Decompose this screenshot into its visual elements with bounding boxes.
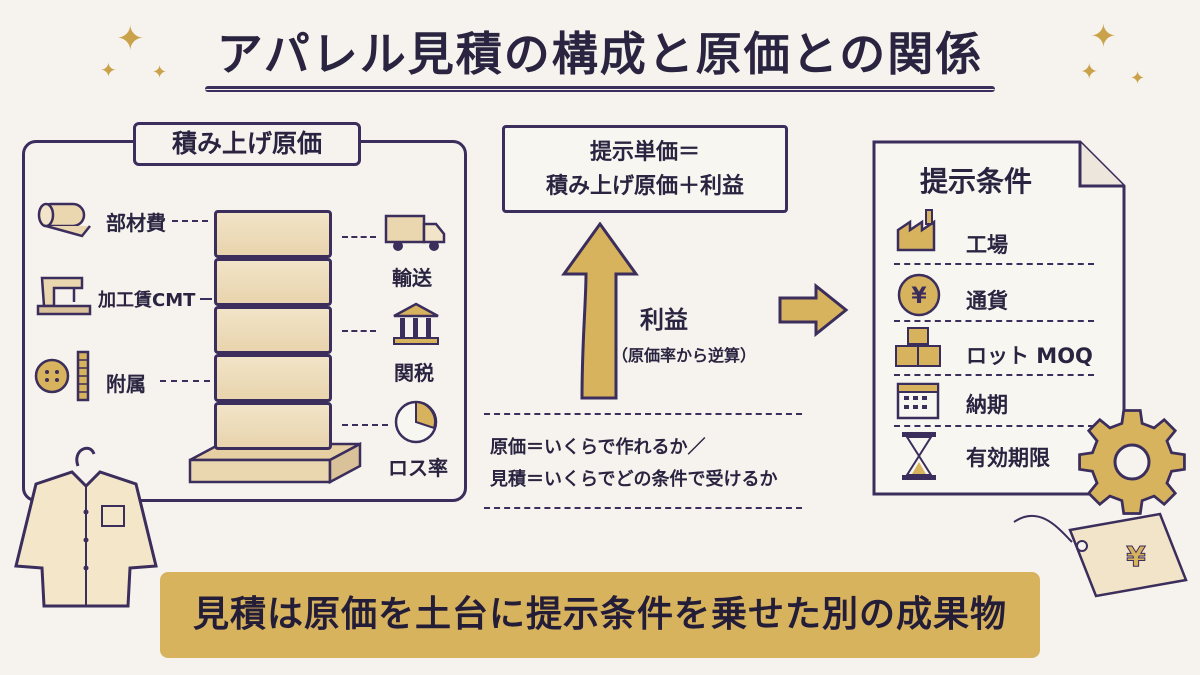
- cost-block: [214, 306, 332, 354]
- sparkle-icon: ✦: [1130, 68, 1146, 89]
- note-divider-bottom: [484, 507, 802, 509]
- page-title: アパレル見積の構成と原価との関係: [216, 27, 984, 81]
- sparkle-icon: ✦: [100, 58, 117, 82]
- connector-line: [160, 380, 210, 382]
- connector-line: [342, 424, 388, 426]
- condition-divider: [894, 320, 1094, 322]
- sparkle-icon: ✦: [1090, 17, 1117, 55]
- conditions-title: 提示条件: [920, 165, 1033, 198]
- sparkle-icon: ✦: [1080, 60, 1099, 85]
- gear-icon: [1078, 409, 1186, 515]
- condition-divider: [894, 374, 1094, 376]
- connector-line: [342, 236, 376, 238]
- title-underline: [205, 86, 995, 92]
- cost-stack-label: 積み上げ原価: [133, 122, 361, 166]
- connector-line: [172, 220, 208, 222]
- formula-box: 提示単価＝ 積み上げ原価＋利益: [502, 125, 788, 213]
- condition-moq: ロット MOQ: [966, 344, 1093, 368]
- connector-line: [342, 330, 376, 332]
- conclusion-banner: 見積は原価を土台に提示条件を乗せた別の成果物: [160, 572, 1040, 658]
- profit-label: 利益: [640, 306, 688, 334]
- yen-coin-icon: ¥: [897, 273, 941, 317]
- cost-item-shipping: 輸送: [392, 266, 432, 290]
- button-zipper-icon: [34, 350, 90, 402]
- condition-divider: [894, 425, 1094, 427]
- profit-note: （原価率から逆算）: [612, 346, 757, 365]
- cost-block: [214, 210, 332, 258]
- cost-block: [214, 354, 332, 402]
- cost-block: [214, 402, 332, 450]
- hourglass-icon: [902, 432, 936, 480]
- sparkle-icon: ✦: [116, 19, 145, 59]
- price-tag-symbol: ¥: [1126, 540, 1146, 573]
- price-tag-icon: ¥: [1013, 512, 1188, 598]
- truck-icon: [384, 214, 446, 251]
- condition-delivery: 納期: [966, 393, 1008, 417]
- bank-icon: [393, 302, 439, 345]
- cost-item-tariff: 関税: [394, 361, 434, 385]
- condition-currency: 通貨: [966, 289, 1008, 313]
- note-divider-top: [484, 413, 802, 415]
- connector-line: [200, 298, 212, 300]
- fabric-roll-icon: [37, 202, 91, 238]
- cost-item-cmt: 加工賃CMT: [98, 290, 196, 311]
- right-arrow-icon: [778, 282, 849, 338]
- formula-line-1: 提示単価＝: [589, 140, 700, 165]
- boxes-icon: [895, 327, 941, 367]
- condition-validity: 有効期限: [966, 446, 1050, 470]
- stack-base: [188, 441, 362, 485]
- condition-factory: 工場: [966, 233, 1008, 257]
- sparkle-icon: ✦: [152, 62, 168, 83]
- sewing-machine-icon: [36, 276, 92, 316]
- formula-line-2: 積み上げ原価＋利益: [545, 174, 744, 199]
- note-line-2: 見積＝いくらでどの条件で受けるか: [490, 469, 778, 490]
- cost-item-trims: 附属: [106, 372, 146, 396]
- coin-symbol: ¥: [911, 284, 927, 309]
- cost-block: [214, 258, 332, 306]
- cost-item-materials: 部材費: [106, 211, 166, 235]
- factory-icon: [896, 209, 936, 252]
- pie-icon: [394, 400, 438, 444]
- cost-item-loss-rate: ロス率: [388, 456, 448, 480]
- note-line-1: 原価＝いくらで作れるか／: [490, 437, 706, 458]
- calendar-icon: [896, 382, 940, 420]
- condition-divider: [894, 263, 1094, 265]
- up-arrow-icon: [561, 222, 639, 400]
- shirt-icon: [14, 446, 158, 608]
